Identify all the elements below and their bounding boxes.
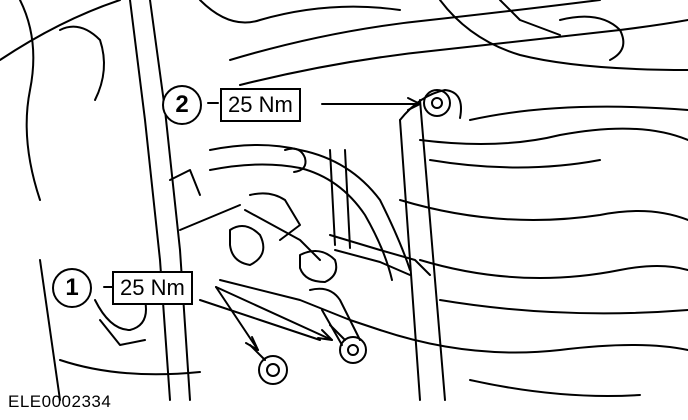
callout-2-marker: 2 (162, 85, 202, 125)
figure-code-caption: ELE0002334 (8, 392, 112, 411)
callout-1-torque-label: 25 Nm (112, 271, 193, 305)
callout-2-torque-label: 25 Nm (220, 88, 301, 122)
callout-1-marker: 1 (52, 268, 92, 308)
